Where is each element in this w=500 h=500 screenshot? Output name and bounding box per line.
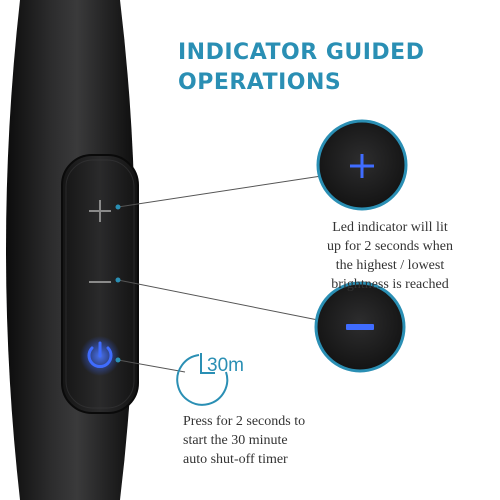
- plus-icon[interactable]: [89, 200, 111, 222]
- page-title: INDICATOR GUIDED OPERATIONS: [178, 38, 498, 98]
- timer-readout: 30m: [207, 355, 244, 376]
- title-line-1: INDICATOR GUIDED: [178, 40, 425, 65]
- timer-note: Press for 2 seconds to start the 30 minu…: [183, 412, 383, 469]
- minus-callout-line: [117, 279, 329, 323]
- brightness-note-line: brightness is reached: [331, 277, 449, 292]
- title-line-2: OPERATIONS: [178, 70, 342, 95]
- minus-magnifier: [314, 281, 406, 373]
- power-icon[interactable]: [80, 336, 120, 376]
- brightness-note-line: Led indicator will lit: [332, 220, 448, 235]
- plus-magnifier: [316, 119, 408, 211]
- brightness-note-line: the highest / lowest: [335, 258, 445, 273]
- timer-note-line: auto shut-off timer: [183, 452, 288, 467]
- plus-callout-line: [117, 174, 329, 208]
- power-callout-line: [117, 359, 186, 373]
- brightness-note: Led indicator will lit up for 2 seconds …: [290, 218, 490, 294]
- timer-icon: [176, 353, 229, 406]
- timer-note-line: start the 30 minute: [183, 433, 288, 448]
- timer-note-line: Press for 2 seconds to: [183, 414, 306, 429]
- brightness-note-line: up for 2 seconds when: [327, 239, 453, 254]
